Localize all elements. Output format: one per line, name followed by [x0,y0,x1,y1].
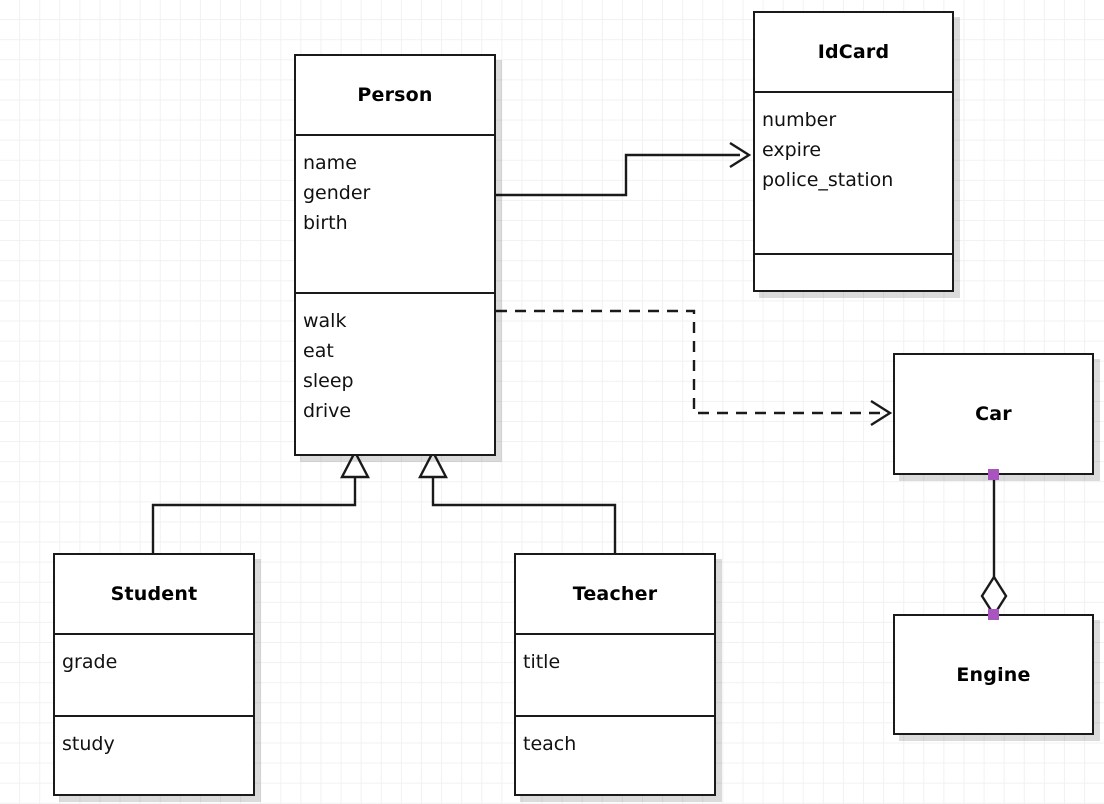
class-name-compartment: IdCard [755,13,952,91]
association-line [496,153,740,197]
connection-handle-car-bottom[interactable] [988,469,999,480]
uml-class-car[interactable]: Car [893,353,1094,475]
method-item: eat [303,340,334,363]
attribute-item: title [523,651,561,673]
methods-compartment: walk eat sleep drive [296,292,494,454]
class-name-label: Teacher [572,583,658,605]
relationship-person-idcard[interactable] [496,141,752,197]
relationship-person-car[interactable] [496,309,893,427]
attributes-compartment: name gender birth [296,134,494,292]
open-arrow-head-icon [870,399,893,427]
methods-compartment: study [55,715,253,794]
class-name-label: Person [357,84,433,106]
attribute-item: name [303,152,357,174]
generalization-line [431,474,617,553]
class-name-compartment: Person [296,56,494,134]
attribute-item: gender [303,182,371,205]
methods-compartment [755,253,952,290]
class-name-compartment: Teacher [516,555,714,633]
attribute-item: police_station [762,169,894,192]
open-arrow-head-icon [729,141,752,169]
attribute-item: grade [62,651,118,673]
methods-compartment: teach [516,715,714,794]
class-name-compartment: Engine [895,616,1092,733]
relationship-teacher-person[interactable] [418,449,617,553]
class-name-label: Student [110,583,198,605]
dependency-line [496,309,880,415]
attribute-item: number [762,109,837,131]
generalization-line [151,474,357,553]
class-name-compartment: Car [895,355,1092,473]
class-name-label: Engine [956,663,1031,686]
relationship-car-engine[interactable] [980,475,1008,618]
attributes-compartment: number expire police_station [755,91,952,253]
uml-class-student[interactable]: Student grade study [53,553,255,796]
relationship-student-person[interactable] [151,449,370,553]
class-name-compartment: Student [55,555,253,633]
method-item: sleep [303,370,354,393]
attribute-item: birth [303,212,348,235]
attributes-compartment: title [516,633,714,715]
uml-class-person[interactable]: Person name gender birth walk eat sleep … [294,54,496,456]
method-item: walk [303,310,347,332]
method-item: drive [303,400,352,423]
connection-handle-engine-top[interactable] [988,609,999,620]
method-item: teach [523,733,577,755]
uml-class-idcard[interactable]: IdCard number expire police_station [753,11,954,292]
uml-class-engine[interactable]: Engine [893,614,1094,735]
method-item: study [62,733,115,755]
attributes-compartment: grade [55,633,253,715]
uml-class-teacher[interactable]: Teacher title teach [514,553,716,796]
class-name-label: IdCard [817,41,890,63]
class-name-label: Car [975,403,1012,425]
attribute-item: expire [762,139,822,162]
